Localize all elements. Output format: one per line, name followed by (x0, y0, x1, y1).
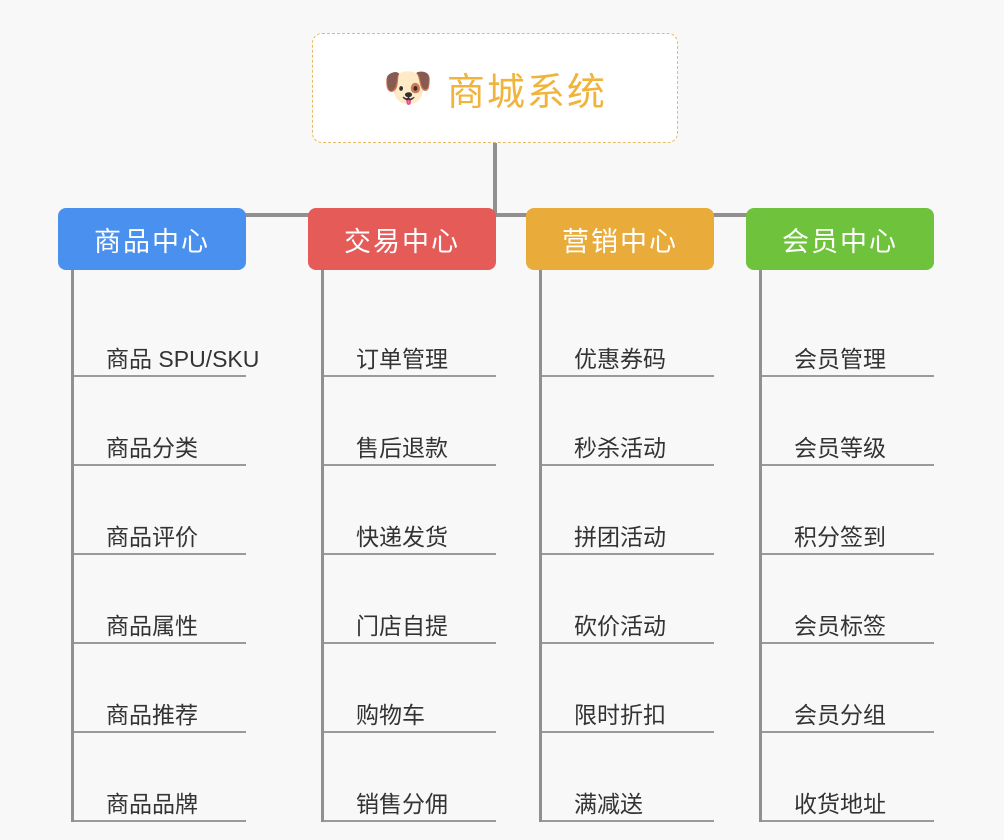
leaf-label: 订单管理 (356, 345, 448, 372)
list-item[interactable]: 销售分佣 (324, 733, 496, 822)
list-item[interactable]: 购物车 (324, 644, 496, 733)
leaf-label: 购物车 (356, 701, 425, 728)
category-header-trade-center[interactable]: 交易中心 (308, 208, 496, 270)
list-item[interactable]: 满减送 (542, 733, 714, 822)
list-item[interactable]: 拼团活动 (542, 466, 714, 555)
list-item[interactable]: 会员分组 (762, 644, 934, 733)
leaf-label: 会员标签 (794, 612, 886, 639)
list-item[interactable]: 订单管理 (324, 288, 496, 377)
list-item[interactable]: 商品属性 (74, 555, 246, 644)
leaf-label: 商品分类 (106, 434, 198, 461)
leaf-list-product-center: 商品 SPU/SKU 商品分类商品评价商品属性商品推荐商品品牌 (71, 270, 259, 822)
dog-face-icon: 🐶 (383, 66, 433, 110)
leaf-label: 商品评价 (106, 523, 198, 550)
category-header-member-center[interactable]: 会员中心 (746, 208, 934, 270)
leaf-label: 拼团活动 (574, 523, 666, 550)
list-item[interactable]: 优惠券码 (542, 288, 714, 377)
leaf-label: 销售分佣 (356, 790, 448, 817)
list-item[interactable]: 会员标签 (762, 555, 934, 644)
leaf-label: 商品属性 (106, 612, 198, 639)
leaf-label: 售后退款 (356, 434, 448, 461)
leaf-label: 会员分组 (794, 701, 886, 728)
leaf-label: 商品 SPU/SKU (106, 345, 260, 372)
leaf-list-trade-center: 订单管理售后退款快递发货门店自提购物车销售分佣 (321, 270, 496, 822)
column-member-center: 会员中心会员管理会员等级积分签到会员标签会员分组收货地址 (746, 208, 934, 822)
list-item[interactable]: 售后退款 (324, 377, 496, 466)
leaf-label: 会员等级 (794, 434, 886, 461)
leaf-label: 商品推荐 (106, 701, 198, 728)
list-item[interactable]: 商品 SPU/SKU (74, 288, 259, 377)
leaf-label: 优惠券码 (574, 345, 666, 372)
list-item[interactable]: 会员管理 (762, 288, 934, 377)
leaf-label: 收货地址 (794, 790, 886, 817)
list-item[interactable]: 商品分类 (74, 377, 246, 466)
category-header-marketing-center[interactable]: 营销中心 (526, 208, 714, 270)
leaf-label: 积分签到 (794, 523, 886, 550)
leaf-label: 商品品牌 (106, 790, 198, 817)
list-item[interactable]: 商品评价 (74, 466, 246, 555)
column-marketing-center: 营销中心优惠券码秒杀活动拼团活动砍价活动限时折扣满减送 (526, 208, 714, 822)
leaf-list-member-center: 会员管理会员等级积分签到会员标签会员分组收货地址 (759, 270, 934, 822)
list-item[interactable]: 会员等级 (762, 377, 934, 466)
leaf-label: 门店自提 (356, 612, 448, 639)
leaf-label: 秒杀活动 (574, 434, 666, 461)
list-item[interactable]: 砍价活动 (542, 555, 714, 644)
category-header-product-center[interactable]: 商品中心 (58, 208, 246, 270)
list-item[interactable]: 商品推荐 (74, 644, 246, 733)
leaf-label: 限时折扣 (574, 701, 666, 728)
root-node[interactable]: 🐶 商城系统 (312, 33, 678, 143)
leaf-label: 砍价活动 (574, 612, 666, 639)
list-item[interactable]: 快递发货 (324, 466, 496, 555)
list-item[interactable]: 积分签到 (762, 466, 934, 555)
column-product-center: 商品中心商品 SPU/SKU 商品分类商品评价商品属性商品推荐商品品牌 (58, 208, 259, 822)
leaf-list-marketing-center: 优惠券码秒杀活动拼团活动砍价活动限时折扣满减送 (539, 270, 714, 822)
list-item[interactable]: 限时折扣 (542, 644, 714, 733)
leaf-label: 满减送 (574, 790, 643, 817)
root-title: 商城系统 (446, 71, 607, 114)
list-item[interactable]: 门店自提 (324, 555, 496, 644)
root-stem-connector (493, 143, 497, 216)
list-item[interactable]: 收货地址 (762, 733, 934, 822)
leaf-label: 快递发货 (356, 523, 448, 550)
list-item[interactable]: 商品品牌 (74, 733, 246, 822)
column-trade-center: 交易中心订单管理售后退款快递发货门店自提购物车销售分佣 (308, 208, 496, 822)
leaf-label: 会员管理 (794, 345, 886, 372)
list-item[interactable]: 秒杀活动 (542, 377, 714, 466)
